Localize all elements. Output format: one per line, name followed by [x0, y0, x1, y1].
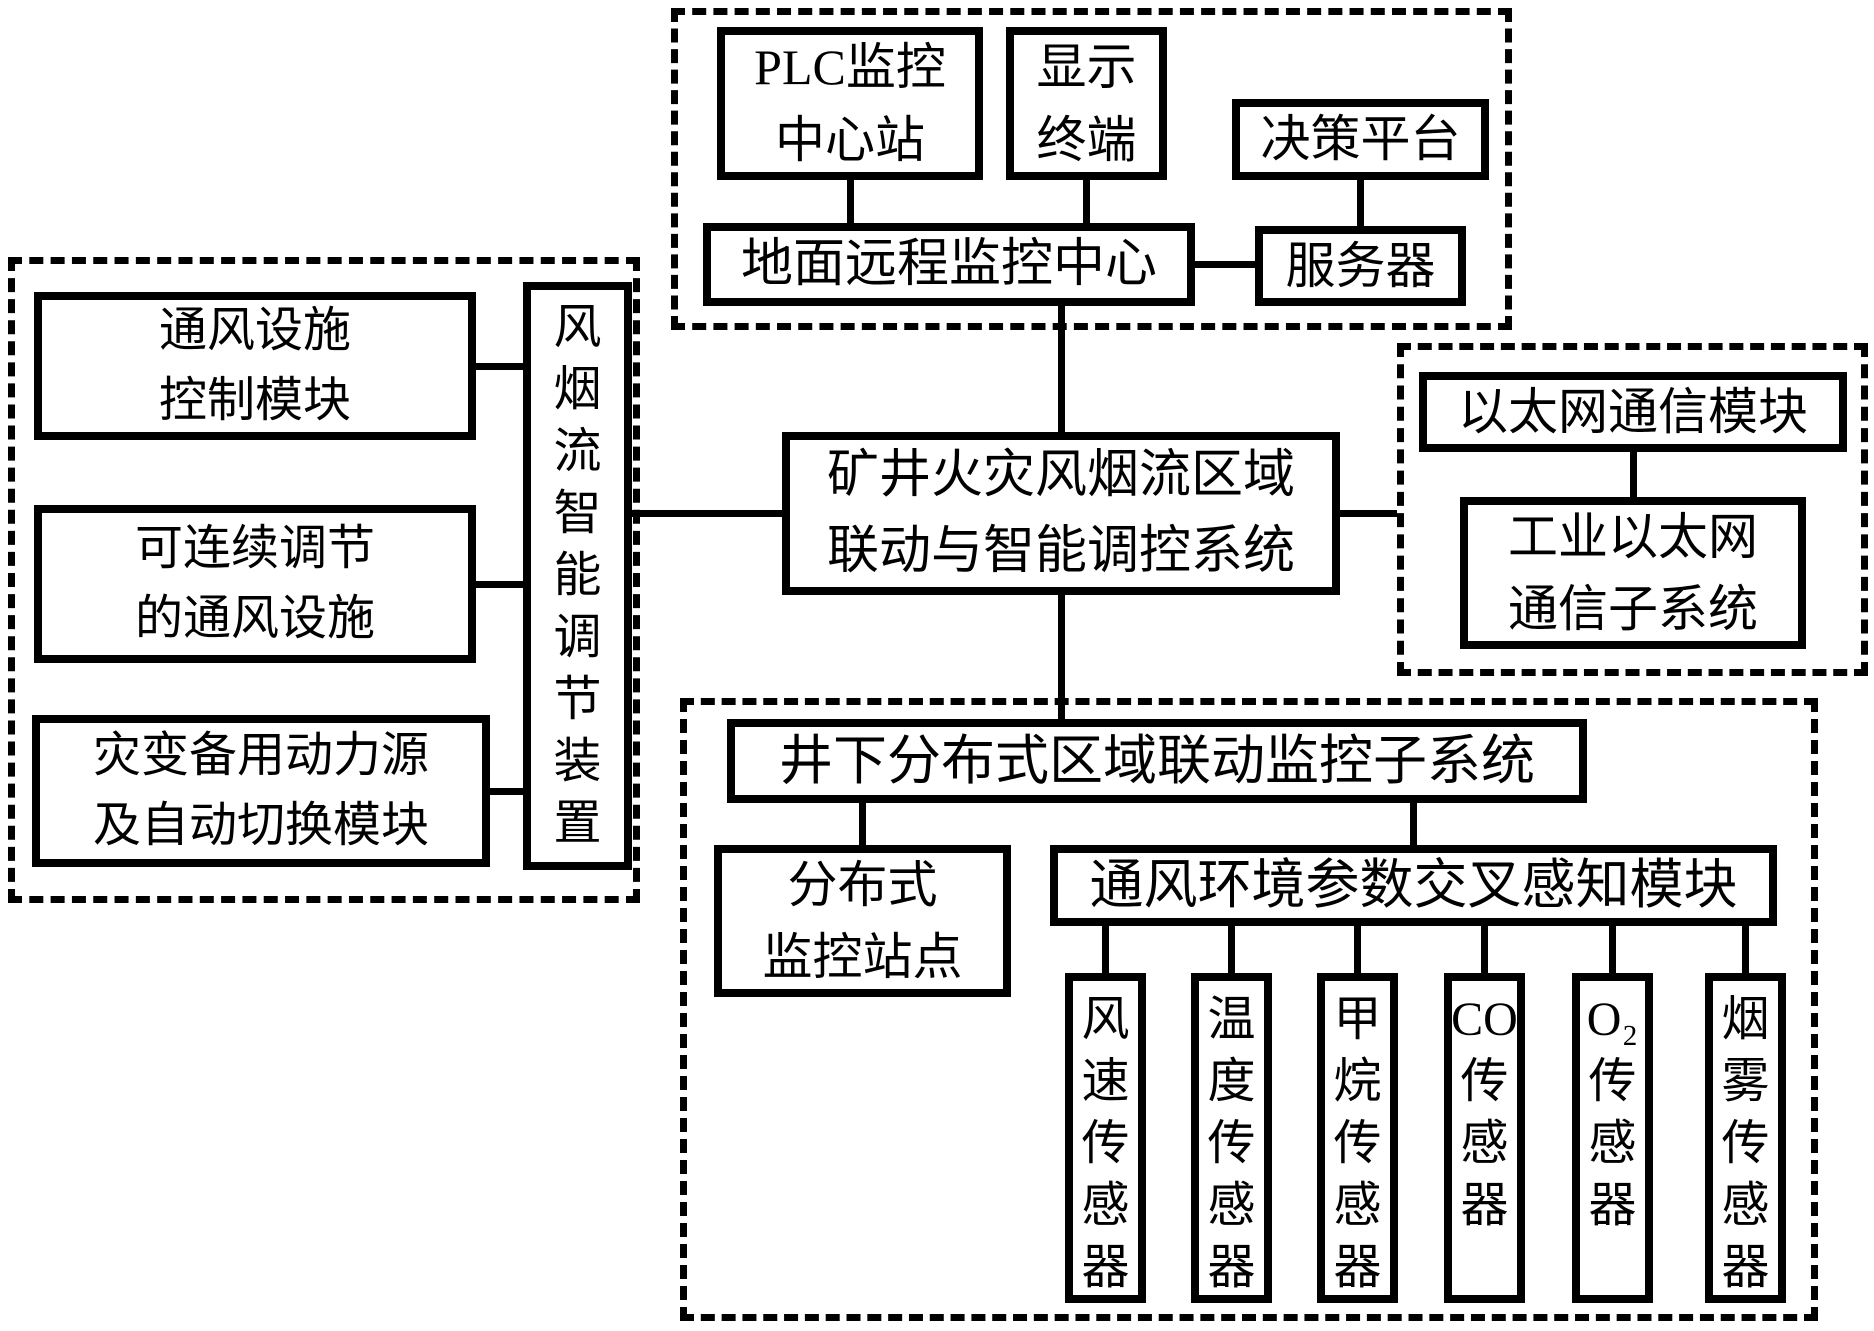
vertical-char: 装: [553, 735, 602, 788]
decision-platform-box: 决策平台: [1232, 99, 1489, 180]
vertical-char: 感: [1588, 1117, 1637, 1170]
vertical-char: 速: [1081, 1055, 1130, 1108]
vertical-char: 雾: [1721, 1055, 1770, 1108]
display-terminal-box: 显示 终端: [1006, 27, 1167, 180]
vertical-char: 风: [1081, 993, 1130, 1046]
connector-line: [1083, 180, 1090, 223]
smoke-sensor-box: 烟雾传感器: [1705, 973, 1786, 1303]
ethernet-communication-module-box: 以太网通信模块: [1419, 372, 1847, 452]
underground-monitoring-cluster: [680, 698, 1818, 1321]
connector-line: [1354, 926, 1361, 973]
methane-sensor-box: 甲烷传感器: [1317, 973, 1398, 1303]
industrial-ethernet-subsystem-box: 工业以太网 通信子系统: [1460, 497, 1806, 649]
connector-line: [1228, 926, 1235, 973]
co-sensor-box: CO 传感器: [1444, 973, 1525, 1303]
vertical-char: 烟: [1721, 993, 1770, 1046]
vertical-char: 传: [1588, 1055, 1637, 1108]
smart-airflow-regulator-box: 风烟流智能调节装置: [523, 282, 632, 870]
connector-line: [632, 510, 782, 517]
connector-line: [476, 363, 523, 370]
central-system-box: 矿井火灾风烟流区域 联动与智能调控系统: [782, 432, 1340, 595]
underground-distributed-subsystem-box: 井下分布式区域联动监控子系统: [727, 719, 1587, 803]
connector-line: [1058, 306, 1065, 432]
vertical-char: 风: [553, 301, 602, 354]
vertical-char: O₂: [1586, 993, 1639, 1046]
connector-line: [859, 803, 866, 845]
backup-power-switch-module-box: 灾变备用动力源 及自动切换模块: [32, 715, 490, 867]
vertical-char: 感: [1460, 1117, 1509, 1170]
connector-line: [1195, 261, 1255, 268]
vertical-char: 烷: [1333, 1055, 1382, 1108]
distributed-monitoring-station-box: 分布式 监控站点: [714, 845, 1011, 997]
vertical-char: 传: [1333, 1117, 1382, 1170]
vertical-char: 传: [1081, 1117, 1130, 1170]
connector-line: [490, 788, 523, 795]
vertical-char: 置: [553, 797, 602, 850]
vertical-char: 传: [1460, 1055, 1509, 1108]
connector-line: [1481, 926, 1488, 973]
adjustable-ventilation-facility-box: 可连续调节 的通风设施: [34, 505, 476, 663]
ventilation-facility-control-module-box: 通风设施 控制模块: [34, 292, 476, 440]
connector-line: [1742, 926, 1749, 973]
o2-sensor-box: O₂ 传感器: [1572, 973, 1653, 1303]
vertical-char: CO: [1451, 993, 1518, 1046]
connector-line: [476, 581, 523, 588]
plc-monitoring-station-box: PLC监控 中心站: [717, 27, 983, 180]
server-box: 服务器: [1255, 226, 1466, 306]
vertical-char: 传: [1721, 1117, 1770, 1170]
ethernet-cluster: [1397, 343, 1868, 676]
vertical-char: 器: [1081, 1241, 1130, 1294]
vertical-char: 器: [1207, 1241, 1256, 1294]
vertical-char: 甲: [1333, 993, 1382, 1046]
vertical-char: 器: [1721, 1241, 1770, 1294]
vertical-char: 流: [553, 425, 602, 478]
vertical-char: 感: [1333, 1179, 1382, 1232]
vertical-char: 感: [1081, 1179, 1130, 1232]
surface-monitoring-cluster: [671, 8, 1512, 330]
connector-line: [1058, 595, 1065, 719]
vertical-char: 烟: [553, 363, 602, 416]
connector-line: [1410, 803, 1417, 845]
vertical-char: 调: [553, 611, 602, 664]
cross-sensing-module-box: 通风环境参数交叉感知模块: [1050, 845, 1777, 926]
connector-line: [847, 180, 854, 223]
vertical-char: 器: [1460, 1179, 1509, 1232]
vertical-char: 度: [1207, 1055, 1256, 1108]
connector-line: [1102, 926, 1109, 973]
vertical-char: 智: [553, 487, 602, 540]
vertical-char: 感: [1207, 1179, 1256, 1232]
vertical-char: 温: [1207, 993, 1256, 1046]
wind-speed-sensor-box: 风速传感器: [1065, 973, 1146, 1303]
vertical-char: 传: [1207, 1117, 1256, 1170]
vertical-char: 器: [1333, 1241, 1382, 1294]
vertical-char: 器: [1588, 1179, 1637, 1232]
connector-line: [1357, 180, 1364, 226]
vertical-char: 能: [553, 549, 602, 602]
regulation-device-cluster: [8, 257, 640, 903]
temperature-sensor-box: 温度传感器: [1191, 973, 1272, 1303]
vertical-char: 节: [553, 673, 602, 726]
connector-line: [1630, 452, 1637, 497]
ground-remote-monitoring-center-box: 地面远程监控中心: [703, 223, 1195, 306]
connector-line: [1340, 510, 1397, 517]
connector-line: [1609, 926, 1616, 973]
vertical-char: 感: [1721, 1179, 1770, 1232]
